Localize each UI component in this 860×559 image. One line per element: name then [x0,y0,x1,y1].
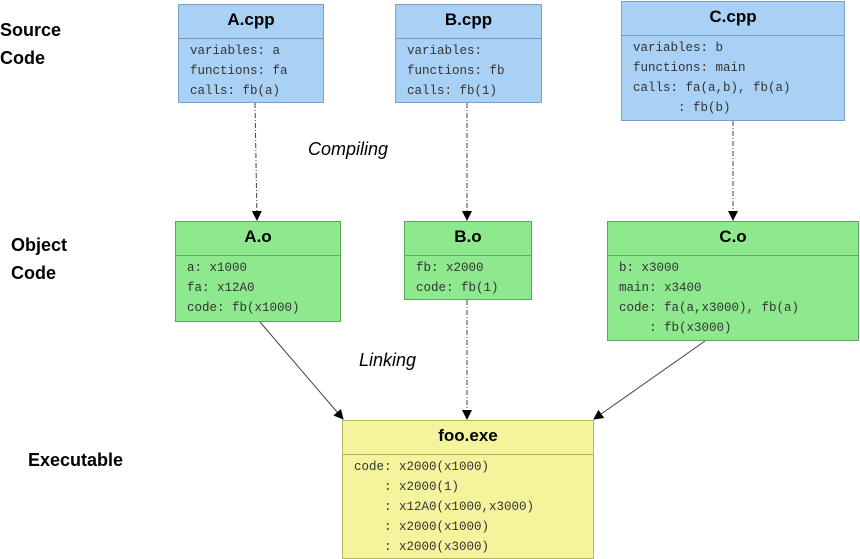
source-code-label-line1: Source [0,20,62,40]
object-file-c: C.o b: x3000 main: x3400 code: fa(a,x300… [607,221,859,341]
source-code-label: Source Code [0,16,61,72]
executable-file-title: foo.exe [343,421,593,455]
compiling-label: Compiling [308,139,389,159]
object-code-label: Object Code [11,231,67,287]
object-file-a-line: fa: x12A0 [187,281,255,295]
source-file-b: B.cpp variables: functions: fb calls: fb… [395,4,542,103]
object-file-a-line: code: fb(x1000) [187,301,300,315]
object-file-a-title: A.o [176,222,340,256]
executable-file-line: : x12A0(x1000,x3000) [354,500,535,514]
object-file-c-line: b: x3000 [619,261,680,275]
source-file-c-line: : fb(b) [633,101,731,115]
source-file-c-line: functions: main [633,61,746,75]
source-file-c-line: calls: fa(a,b), fb(a) [633,81,791,95]
object-file-c-line: code: fa(a,x3000), fb(a) [619,301,800,315]
executable-file-line: code: x2000(x1000) [354,460,490,474]
source-file-b-line: functions: fb [407,64,505,78]
object-code-label-line1: Object [11,235,68,255]
arrow-co-to-exe [593,340,706,420]
object-file-a-line: a: x1000 [187,261,248,275]
source-file-a-line: functions: fa [190,64,288,78]
executable-file-line: : x2000(1) [354,480,460,494]
object-file-c-line: : fb(x3000) [619,321,732,335]
object-file-c-title: C.o [608,222,858,256]
source-file-c-line: variables: b [633,41,724,55]
source-code-label-line2: Code [0,48,45,68]
object-code-label-line2: Code [11,263,56,283]
source-file-c: C.cpp variables: b functions: main calls… [621,1,845,121]
arrow-ao-to-exe [259,321,344,420]
source-file-a-line: variables: a [190,44,281,58]
executable-file: foo.exe code: x2000(x1000) : x2000(1) : … [342,420,594,559]
object-file-a: A.o a: x1000 fa: x12A0 code: fb(x1000) [175,221,341,322]
source-file-c-title: C.cpp [622,2,844,36]
linking-label: Linking [359,350,417,370]
source-file-b-title: B.cpp [396,5,541,39]
object-file-b: B.o fb: x2000 code: fb(1) [404,221,532,300]
executable-file-line: : x2000(x1000) [354,520,490,534]
object-file-c-line: main: x3400 [619,281,702,295]
executable-label: Executable [28,446,123,474]
object-file-b-line: code: fb(1) [416,281,499,295]
executable-label-line1: Executable [28,450,124,470]
source-file-b-line: variables: [407,44,483,58]
arrow-acpp-to-ao [251,102,262,221]
source-file-b-line: calls: fb(1) [407,84,498,98]
source-file-a: A.cpp variables: a functions: fa calls: … [178,4,324,103]
executable-file-line: : x2000(x3000) [354,540,490,554]
object-file-b-line: fb: x2000 [416,261,484,275]
source-file-a-line: calls: fb(a) [190,84,281,98]
source-file-a-title: A.cpp [179,5,323,39]
object-file-b-title: B.o [405,222,531,256]
